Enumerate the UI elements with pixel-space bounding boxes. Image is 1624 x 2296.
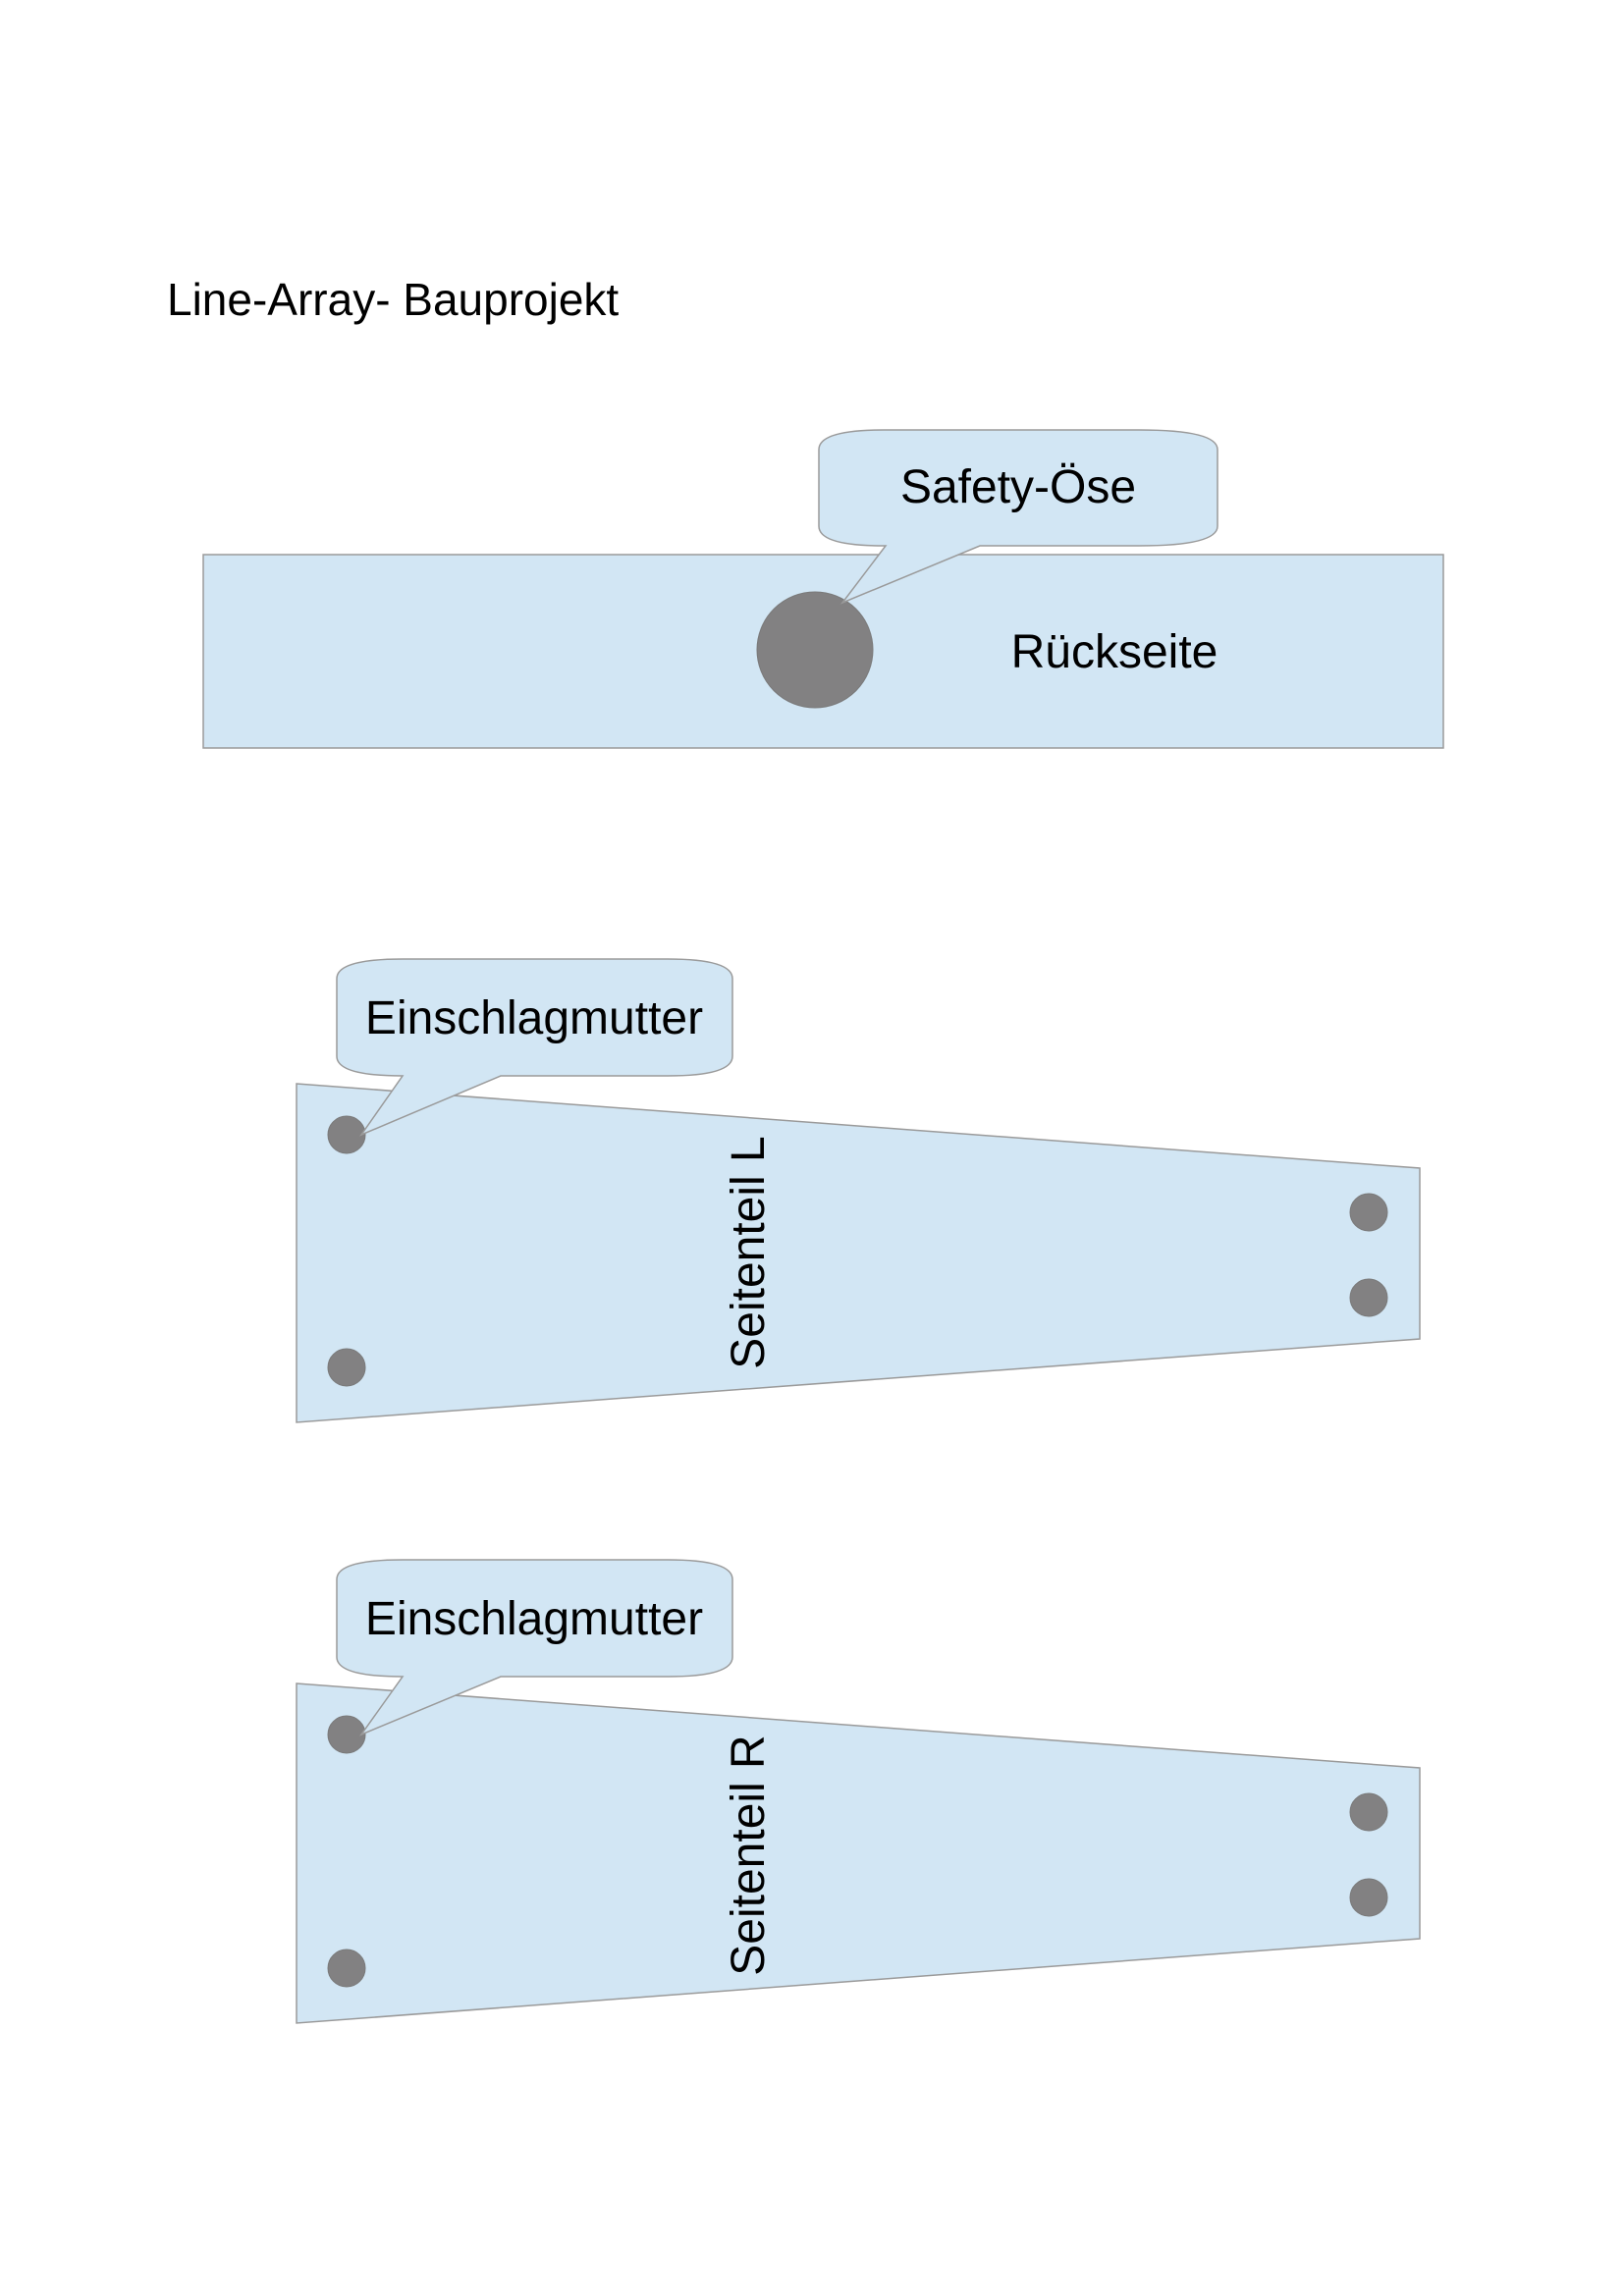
side-panel-left-label: Seitenteil L bbox=[723, 1136, 775, 1369]
side-right-tnut-callout-text: Einschlagmutter bbox=[365, 1593, 703, 1645]
side-panel-right bbox=[296, 1682, 1421, 2024]
back-panel-group: Rückseite Safety-Öse bbox=[202, 429, 1444, 749]
side-left-hole-upper-right bbox=[1349, 1193, 1388, 1232]
back-panel-label: Rückseite bbox=[1011, 626, 1218, 678]
side-right-tnut-callout-bubble bbox=[336, 1559, 733, 1736]
side-left-tnut-callout-bubble bbox=[336, 958, 733, 1137]
side-left-tnut-callout: Einschlagmutter bbox=[336, 958, 733, 1137]
safety-eyelet-hole bbox=[756, 591, 874, 709]
side-panel-left-group: Seitenteil L Einschlagmutter bbox=[296, 958, 1421, 1423]
side-panel-right-label: Seitenteil R bbox=[723, 1735, 775, 1975]
side-left-tnut-callout-text: Einschlagmutter bbox=[365, 992, 703, 1044]
side-right-hole-lower-right bbox=[1349, 1878, 1388, 1917]
side-left-hole-lower-right bbox=[1349, 1278, 1388, 1317]
side-left-hole-bottom-left bbox=[327, 1348, 366, 1387]
safety-eyelet-callout-bubble bbox=[818, 429, 1218, 605]
side-left-hole-top-left bbox=[327, 1115, 366, 1154]
side-panel-left bbox=[296, 1083, 1421, 1423]
side-right-tnut-callout: Einschlagmutter bbox=[336, 1559, 733, 1736]
side-right-hole-upper-right bbox=[1349, 1792, 1388, 1832]
side-right-hole-bottom-left bbox=[327, 1949, 366, 1988]
page-title: Line-Array- Bauprojekt bbox=[167, 274, 620, 325]
safety-eyelet-callout: Safety-Öse bbox=[818, 429, 1218, 605]
side-right-hole-top-left bbox=[327, 1715, 366, 1754]
side-panel-right-group: Seitenteil R Einschlagmutter bbox=[296, 1559, 1421, 2024]
safety-eyelet-callout-text: Safety-Öse bbox=[900, 461, 1136, 513]
